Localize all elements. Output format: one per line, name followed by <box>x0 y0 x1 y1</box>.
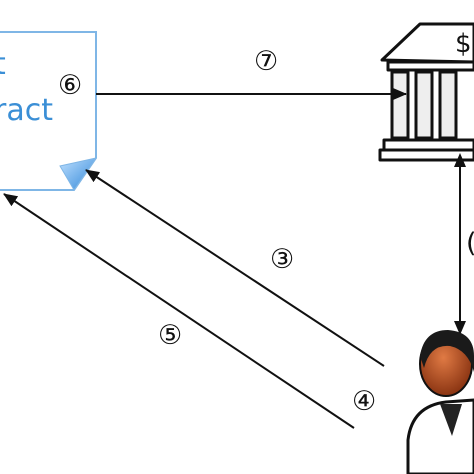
step-label-4: ④ <box>352 386 376 417</box>
step-label-5: ⑤ <box>158 320 182 351</box>
document-title-line1: t <box>0 47 6 82</box>
document-title-line2: ract <box>0 93 53 128</box>
bank-icon: $ <box>378 22 474 162</box>
contract-document-icon <box>0 31 98 191</box>
arrow-step-3 <box>85 169 385 367</box>
svg-text:$: $ <box>455 29 472 59</box>
step-label-7: ⑦ <box>254 46 278 77</box>
arrow-step-5 <box>3 193 355 429</box>
user-icon <box>406 330 474 474</box>
step-label-3: ③ <box>270 244 294 275</box>
step-label-partial: ( <box>466 228 474 259</box>
step-label-6: ⑥ <box>58 70 82 101</box>
